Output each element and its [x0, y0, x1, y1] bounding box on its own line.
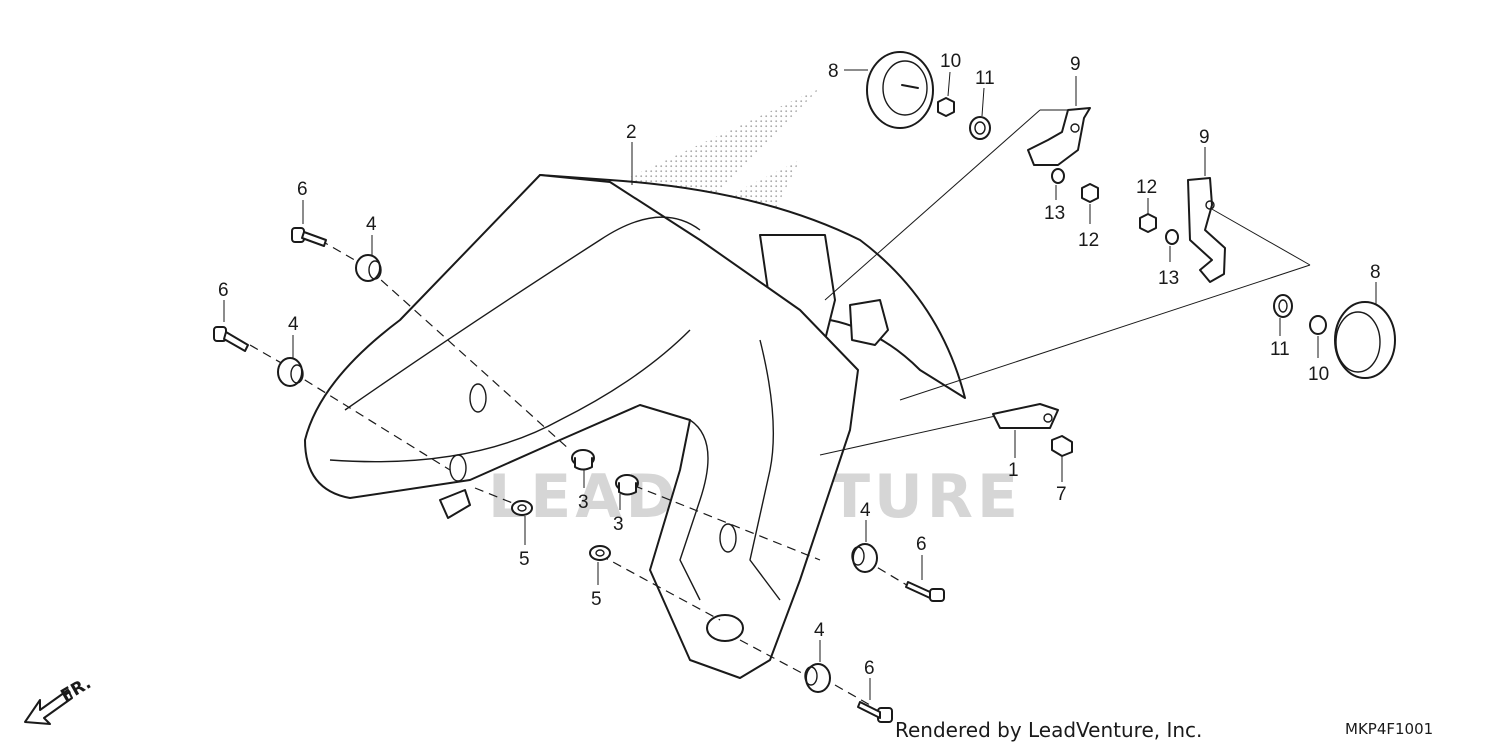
grommet-4a	[355, 254, 382, 282]
callout-11a: 11	[975, 68, 995, 89]
callout-leaders	[223, 69, 1377, 700]
callout-8a: 8	[828, 61, 839, 82]
callout-6b: 6	[218, 280, 229, 301]
render-credit: Rendered by LeadVenture, Inc.	[895, 718, 1203, 742]
nut-10a	[937, 97, 955, 117]
bracket-9a	[1027, 107, 1091, 166]
callout-numbers: 1 2 3 3 4 4 4 4 5 5 6 6 6 6 7 8 8 9 9 10…	[218, 51, 1381, 679]
washer-13b	[1165, 229, 1179, 245]
washer-10b	[1309, 315, 1327, 335]
collar-3b	[615, 474, 639, 496]
washer-13a	[1051, 168, 1065, 184]
callout-4c: 4	[860, 500, 871, 521]
cap-8a	[866, 51, 934, 129]
cap-8b	[1334, 301, 1396, 379]
grommet-4c	[851, 543, 878, 573]
callout-10a: 10	[940, 51, 961, 72]
callout-1: 1	[1008, 460, 1019, 481]
nut-7	[1051, 435, 1073, 457]
callout-2: 2	[626, 122, 637, 143]
callout-10b: 10	[1308, 364, 1329, 385]
grommet-4d	[804, 663, 831, 693]
callout-4a: 4	[366, 214, 377, 235]
callout-6a: 6	[297, 179, 308, 200]
callout-12b: 12	[1136, 177, 1157, 198]
bolt-6c	[905, 581, 945, 602]
callout-6d: 6	[864, 658, 875, 679]
callout-5b: 5	[591, 589, 602, 610]
bolt-6a	[291, 227, 327, 247]
callout-3a: 3	[578, 492, 589, 513]
collar-3a	[571, 449, 595, 471]
grommet-5b	[589, 545, 611, 561]
callout-9a: 9	[1070, 54, 1081, 75]
callout-7: 7	[1056, 484, 1067, 505]
nut-12b	[1139, 213, 1157, 233]
callout-11b: 11	[1270, 339, 1290, 360]
callout-6c: 6	[916, 534, 927, 555]
front-fender	[304, 174, 966, 679]
bolt-6d	[857, 701, 893, 723]
callout-13a: 13	[1044, 203, 1065, 224]
callout-8b: 8	[1370, 262, 1381, 283]
callout-4d: 4	[814, 620, 825, 641]
stay-1	[992, 403, 1059, 429]
diagram-code: MKP4F1001	[1345, 720, 1434, 738]
assembly-lines	[249, 109, 1311, 706]
callout-4b: 4	[288, 314, 299, 335]
grommet-5a	[511, 500, 533, 516]
callout-12a: 12	[1078, 230, 1099, 251]
nut-12a	[1081, 183, 1099, 203]
hardware-parts	[213, 51, 1396, 723]
rubber-11b	[1273, 294, 1293, 318]
grommet-4b	[277, 357, 304, 387]
callout-3b: 3	[613, 514, 624, 535]
bracket-9b	[1187, 177, 1226, 283]
rubber-11a	[969, 116, 991, 140]
callout-5a: 5	[519, 549, 530, 570]
bolt-6b	[213, 326, 249, 352]
callout-9b: 9	[1199, 127, 1210, 148]
front-direction-arrow: FR.	[24, 673, 95, 725]
callout-13b: 13	[1158, 268, 1179, 289]
